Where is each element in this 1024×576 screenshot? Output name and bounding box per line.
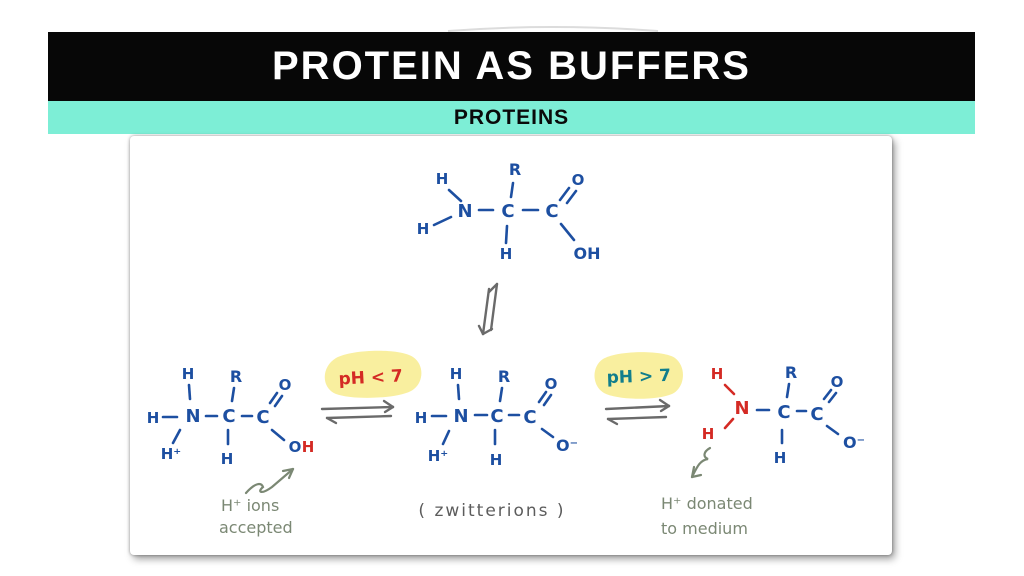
content-box (130, 136, 892, 555)
title-bar: PROTEIN AS BUFFERS (48, 32, 975, 101)
decorative-arc (447, 26, 659, 32)
page-title: PROTEIN AS BUFFERS (272, 44, 751, 88)
subtitle-bar: PROTEINS (48, 101, 975, 134)
page-subtitle: PROTEINS (453, 105, 570, 129)
